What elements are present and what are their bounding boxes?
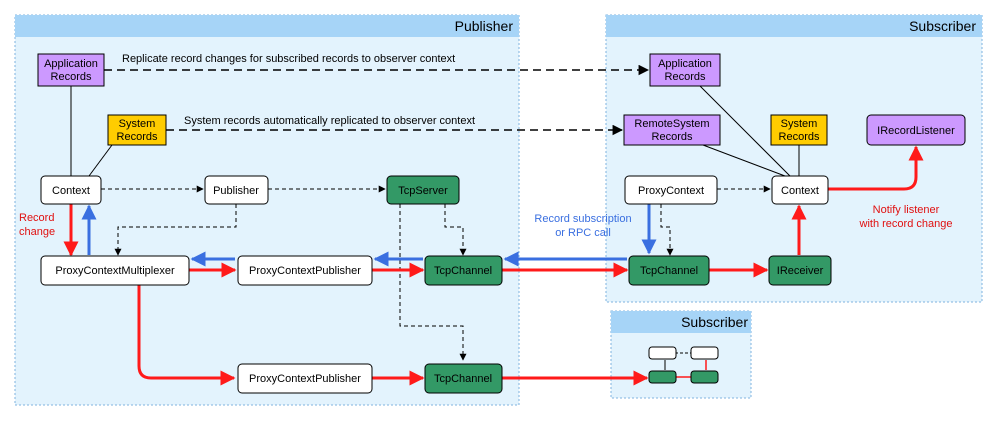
svg-text:Records: Records xyxy=(665,71,706,83)
subscriber-main-group-title: Subscriber xyxy=(909,18,976,34)
replicate-subscribed-label: Replicate record changes for subscribed … xyxy=(122,53,455,65)
subscriber-remote-system-records-node: RemoteSystem Records xyxy=(623,114,721,146)
ireceiver-node: IReceiver xyxy=(768,255,832,286)
publisher-publisher-node: Publisher xyxy=(204,175,269,205)
record-subscription-label-line1: Record subscription xyxy=(534,213,631,225)
svg-text:System: System xyxy=(781,118,818,130)
svg-text:IRecordListener: IRecordListener xyxy=(877,125,955,137)
mini-green-node-1 xyxy=(648,370,677,384)
subscriber-small-group: Subscriber xyxy=(610,310,752,399)
svg-text:Records: Records xyxy=(117,131,158,143)
record-change-label-line2: change xyxy=(19,226,55,238)
subscriber-small-group-title: Subscriber xyxy=(681,314,748,330)
replication-arrows xyxy=(104,64,650,136)
svg-text:Context: Context xyxy=(781,185,819,197)
system-records-auto-label: System records automatically replicated … xyxy=(184,115,475,127)
svg-text:Application: Application xyxy=(658,58,712,70)
subscriber-system-records-node: System Records xyxy=(770,114,828,146)
irecord-listener-node: IRecordListener xyxy=(866,114,966,146)
proxy-context-multiplexer-node: ProxyContextMultiplexer xyxy=(40,255,190,286)
record-links xyxy=(70,85,800,177)
svg-text:Records: Records xyxy=(51,71,92,83)
publisher-group-title: Publisher xyxy=(455,18,514,34)
subscriber-application-records-node: Application Records xyxy=(649,53,721,87)
mini-white-node-1 xyxy=(648,346,677,360)
proxy-context-publisher-node-1: ProxyContextPublisher xyxy=(237,255,373,286)
mini-subscriber-diagram xyxy=(648,346,719,384)
publisher-tcp-server-node: TcpServer xyxy=(386,175,460,205)
record-change-label-line1: Record xyxy=(19,212,54,224)
svg-text:IReceiver: IReceiver xyxy=(777,265,824,277)
svg-text:RemoteSystem: RemoteSystem xyxy=(634,118,709,130)
mini-green-node-2 xyxy=(690,370,719,384)
svg-text:Publisher: Publisher xyxy=(213,185,259,197)
publisher-tcp-channel-node-2: TcpChannel xyxy=(424,363,503,394)
publisher-tcp-channel-node-1: TcpChannel xyxy=(424,255,503,286)
svg-text:ProxyContextPublisher: ProxyContextPublisher xyxy=(249,265,361,277)
svg-text:ProxyContextPublisher: ProxyContextPublisher xyxy=(249,373,361,385)
publisher-application-records-node: Application Records xyxy=(37,53,105,87)
svg-text:ProxyContext: ProxyContext xyxy=(638,185,704,197)
dashed-flow-arrows xyxy=(101,185,771,361)
svg-text:System: System xyxy=(119,118,156,130)
proxy-context-publisher-node-2: ProxyContextPublisher xyxy=(237,363,373,394)
publisher-context-node: Context xyxy=(40,175,102,205)
notify-listener-label-line2: with record change xyxy=(859,218,953,230)
mini-white-node-2 xyxy=(690,346,719,360)
record-change-arrows xyxy=(63,145,924,386)
svg-text:Context: Context xyxy=(52,185,90,197)
svg-text:TcpChannel: TcpChannel xyxy=(434,373,492,385)
subscriber-context-node: Context xyxy=(771,175,829,205)
svg-text:TcpServer: TcpServer xyxy=(398,185,448,197)
svg-text:TcpChannel: TcpChannel xyxy=(640,265,698,277)
subscription-arrows xyxy=(81,204,657,267)
proxy-context-node: ProxyContext xyxy=(624,175,718,205)
publisher-system-records-node: System Records xyxy=(107,114,167,146)
svg-text:TcpChannel: TcpChannel xyxy=(434,265,492,277)
record-subscription-label-line2: or RPC call xyxy=(555,227,611,239)
svg-text:ProxyContextMultiplexer: ProxyContextMultiplexer xyxy=(55,265,175,277)
svg-text:Records: Records xyxy=(779,131,820,143)
svg-text:Records: Records xyxy=(652,131,693,143)
svg-text:Application: Application xyxy=(44,58,98,70)
subscriber-tcp-channel-node: TcpChannel xyxy=(628,255,710,286)
notify-listener-label-line1: Notify listener xyxy=(873,204,940,216)
